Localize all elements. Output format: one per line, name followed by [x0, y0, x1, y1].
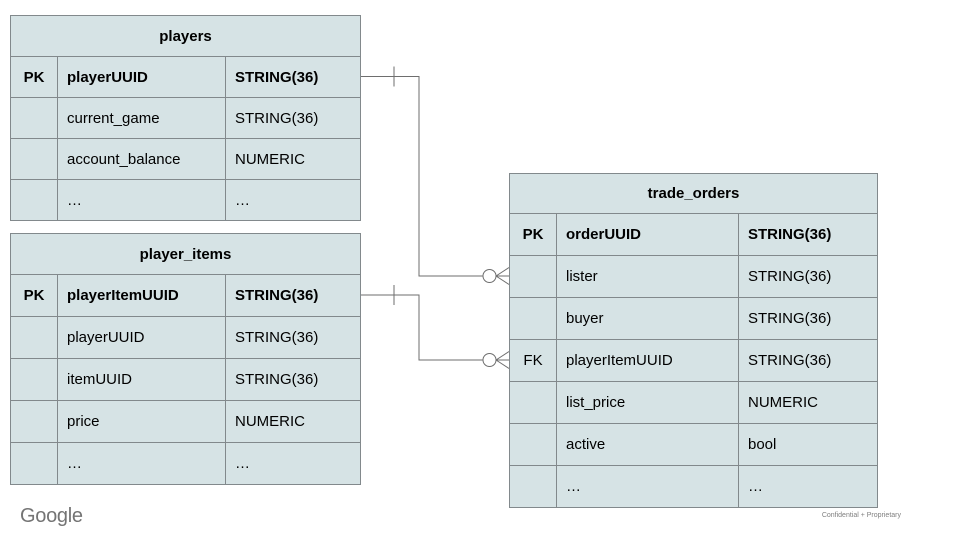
field-type-cell: NUMERIC	[224, 138, 362, 180]
table-row: playerUUID STRING(36)	[10, 316, 362, 359]
key-cell	[10, 358, 58, 401]
players-entity-table: players PK playerUUID STRING(36) current…	[9, 15, 362, 221]
key-cell	[10, 97, 58, 139]
field-name-cell: active	[556, 423, 739, 466]
table-row: lister STRING(36)	[509, 255, 878, 298]
field-name-cell: buyer	[556, 297, 739, 340]
field-type-cell: STRING(36)	[224, 97, 362, 139]
field-name-cell: …	[556, 465, 739, 508]
field-type-cell: STRING(36)	[738, 255, 878, 298]
key-cell	[10, 138, 58, 180]
field-name-cell: …	[57, 179, 226, 221]
field-type-cell: STRING(36)	[224, 358, 362, 401]
field-type-cell: STRING(36)	[224, 56, 362, 98]
table-row: PK playerItemUUID STRING(36)	[10, 274, 362, 317]
field-name-cell: lister	[556, 255, 739, 298]
field-name-cell: playerItemUUID	[556, 339, 739, 382]
field-type-cell: bool	[738, 423, 878, 466]
confidential-note: Confidential + Proprietary	[821, 512, 901, 519]
table-row: PK orderUUID STRING(36)	[509, 213, 878, 256]
field-name-cell: orderUUID	[556, 213, 739, 256]
key-cell: PK	[10, 56, 58, 98]
google-logo: Google	[20, 505, 83, 527]
table-row: … …	[10, 179, 362, 221]
key-cell	[509, 465, 557, 508]
table-row: … …	[10, 442, 362, 485]
field-name-cell: playerUUID	[57, 56, 226, 98]
player-items-entity-table: player_items PK playerItemUUID STRING(36…	[9, 233, 362, 485]
field-type-cell: …	[738, 465, 878, 508]
table-row: active bool	[509, 423, 878, 466]
field-type-cell: STRING(36)	[738, 297, 878, 340]
field-type-cell: NUMERIC	[224, 400, 362, 443]
key-cell: FK	[509, 339, 557, 382]
field-type-cell: NUMERIC	[738, 381, 878, 424]
field-name-cell: list_price	[556, 381, 739, 424]
key-cell	[10, 442, 58, 485]
key-cell	[10, 400, 58, 443]
key-cell: PK	[10, 274, 58, 317]
field-name-cell: itemUUID	[57, 358, 226, 401]
cardinality-zero-circle-icon	[482, 269, 497, 283]
relationship-line	[360, 76, 483, 277]
table-row: list_price NUMERIC	[509, 381, 878, 424]
field-name-cell: …	[57, 442, 226, 485]
table-row: account_balance NUMERIC	[10, 138, 362, 180]
table-row: PK playerUUID STRING(36)	[10, 56, 362, 98]
table-title: trade_orders	[509, 173, 878, 214]
table-row: price NUMERIC	[10, 400, 362, 443]
table-row: current_game STRING(36)	[10, 97, 362, 139]
field-name-cell: price	[57, 400, 226, 443]
key-cell	[509, 381, 557, 424]
field-name-cell: account_balance	[57, 138, 226, 180]
table-row: buyer STRING(36)	[509, 297, 878, 340]
key-cell	[10, 179, 58, 221]
cardinality-many-crowfoot-icon	[495, 351, 510, 369]
field-name-cell: playerUUID	[57, 316, 226, 359]
key-cell	[509, 255, 557, 298]
table-row: … …	[509, 465, 878, 508]
relationship-line	[360, 294, 483, 361]
table-row: itemUUID STRING(36)	[10, 358, 362, 401]
field-name-cell: current_game	[57, 97, 226, 139]
key-cell	[509, 423, 557, 466]
trade-orders-entity-table: trade_orders PK orderUUID STRING(36) lis…	[509, 173, 878, 508]
cardinality-many-crowfoot-icon	[495, 267, 510, 285]
field-type-cell: STRING(36)	[738, 339, 878, 382]
cardinality-zero-circle-icon	[482, 353, 497, 367]
field-type-cell: STRING(36)	[224, 274, 362, 317]
table-row: FK playerItemUUID STRING(36)	[509, 339, 878, 382]
key-cell	[10, 316, 58, 359]
field-type-cell: STRING(36)	[224, 316, 362, 359]
relationship-players-to-trade-orders	[360, 66, 510, 285]
field-type-cell: …	[224, 442, 362, 485]
relationship-player-items-to-trade-orders	[360, 285, 510, 369]
field-type-cell: …	[224, 179, 362, 221]
key-cell: PK	[509, 213, 557, 256]
field-name-cell: playerItemUUID	[57, 274, 226, 317]
field-type-cell: STRING(36)	[738, 213, 878, 256]
key-cell	[509, 297, 557, 340]
table-title: players	[9, 15, 362, 57]
table-title: player_items	[9, 233, 362, 275]
